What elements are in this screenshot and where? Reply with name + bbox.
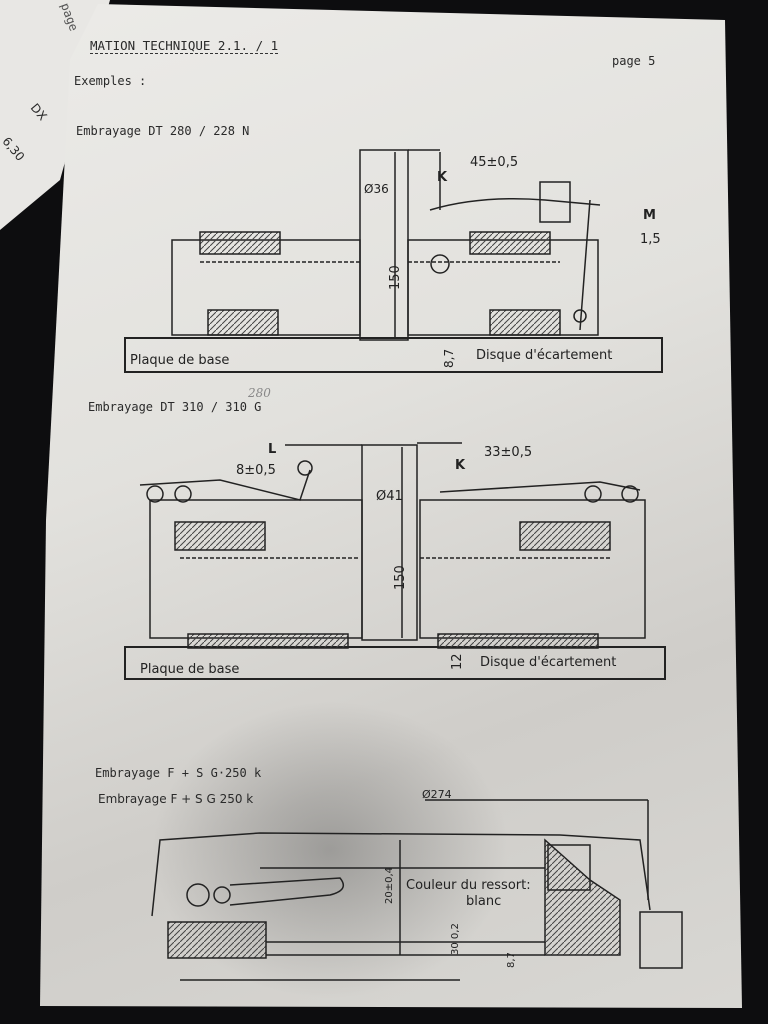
figure2-spacer: Disque d'écartement — [480, 655, 617, 670]
figure2-l-value: 8±0,5 — [236, 463, 276, 478]
figure2-k-value: 33±0,5 — [484, 445, 533, 460]
figure2-k-label: K — [455, 458, 466, 473]
figure3-title-typed: Embrayage F + S G·250 k — [95, 766, 262, 780]
figure3-diameter: Ø274 — [422, 788, 452, 801]
figure1-k-label: K — [437, 170, 448, 185]
page-number: page 5 — [612, 54, 656, 68]
intro-text: Exemples : — [74, 74, 147, 88]
figure1-diameter: Ø36 — [364, 182, 389, 196]
spring-color-value: blanc — [466, 894, 502, 909]
figure1-m-label: M — [643, 208, 656, 223]
figure1-title: Embrayage DT 280 / 228 N — [76, 124, 250, 138]
figure3-thickness: 30 0,2 — [450, 923, 461, 955]
spring-color-label: Couleur du ressort: — [406, 878, 531, 893]
figure1-spacer: Disque d'écartement — [476, 348, 613, 363]
figure1-m-value: 1,5 — [640, 232, 661, 247]
figure3-spacer-thickness: 8,7 — [506, 952, 517, 968]
figure3-height: 20±0,4 — [384, 866, 395, 904]
figure2-l-label: L — [268, 442, 277, 457]
figure2-base-plate: Plaque de base — [140, 662, 240, 677]
figure2-title: Embrayage DT 310 / 310 G — [88, 400, 262, 414]
document-title: MATION TECHNIQUE 2.1. / 1 — [90, 38, 279, 54]
figure3-title-drawn: Embrayage F + S G 250 k — [98, 792, 254, 806]
figure2-diameter: Ø41 — [376, 489, 403, 504]
figure1-base-plate: Plaque de base — [130, 353, 230, 368]
figure1-k-value: 45±0,5 — [470, 155, 519, 170]
handwritten-note: 280 — [248, 386, 271, 400]
